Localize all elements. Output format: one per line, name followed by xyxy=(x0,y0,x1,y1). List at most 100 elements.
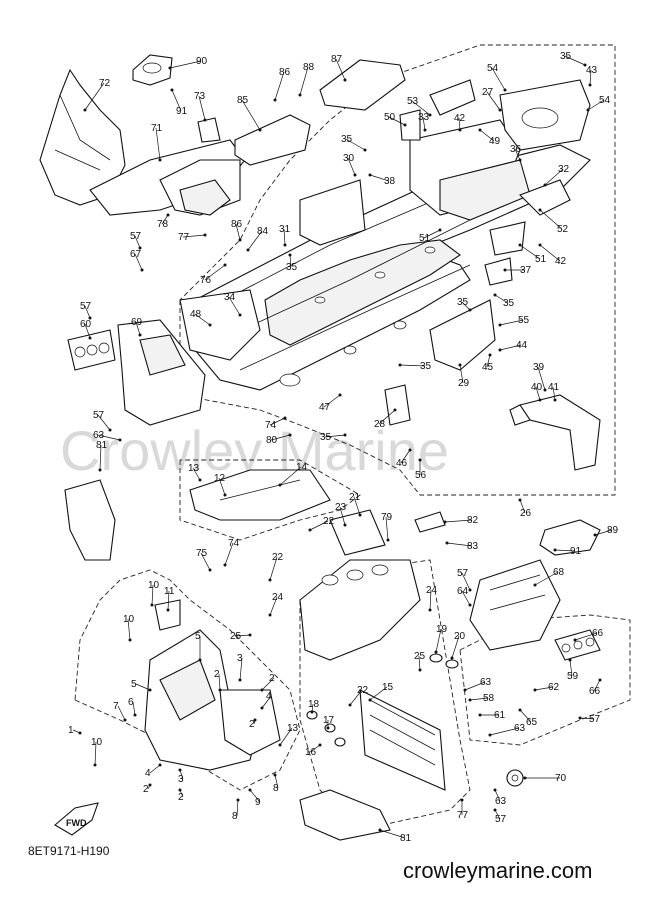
callout-c41: 41 xyxy=(548,382,560,393)
leader-line-c55 xyxy=(499,319,524,326)
leader-dot-c31 xyxy=(283,243,287,247)
leader-line-c16 xyxy=(309,744,321,753)
leader-dot-c10a xyxy=(150,603,154,607)
leader-dot-c5a xyxy=(198,658,202,662)
leader-dot-c32 xyxy=(543,183,547,187)
callout-c54a: 54 xyxy=(487,63,499,74)
leader-dot-c2e xyxy=(178,788,182,792)
callout-c77a: 77 xyxy=(178,232,190,243)
leader-dot-c57d xyxy=(468,588,472,592)
leader-line-c45 xyxy=(486,354,491,368)
cover-90 xyxy=(132,54,173,86)
leader-dot-c39 xyxy=(543,388,547,392)
callout-c35c: 35 xyxy=(286,262,298,273)
leader-dot-c28 xyxy=(393,408,397,412)
callout-c86a: 86 xyxy=(279,67,291,78)
leader-dot-c77b xyxy=(460,798,464,802)
heat-exchanger-68 xyxy=(469,559,561,651)
leader-line-c90 xyxy=(169,60,202,69)
leader-line-c4b xyxy=(149,764,161,774)
leader-dot-c35f xyxy=(398,363,402,367)
callout-c91a: 91 xyxy=(176,106,188,117)
leader-line-c4a xyxy=(261,695,272,709)
leader-line-c76 xyxy=(204,264,226,281)
callout-c49: 49 xyxy=(489,136,501,147)
callout-c27: 27 xyxy=(482,87,494,98)
leader-dot-c2c xyxy=(253,718,257,722)
leader-dot-c48 xyxy=(208,323,212,327)
guard-81-lower xyxy=(299,789,391,841)
leader-dot-c50 xyxy=(403,123,407,127)
plate-59 xyxy=(554,629,601,661)
leader-dot-c56 xyxy=(418,458,422,462)
leader-line-c86a xyxy=(274,71,285,101)
leader-dot-c43 xyxy=(588,83,592,87)
callout-c73: 73 xyxy=(194,91,206,102)
leader-dot-c13b xyxy=(278,743,282,747)
leader-dot-c81a xyxy=(98,468,102,472)
callout-c20: 20 xyxy=(454,631,466,642)
callout-c67: 67 xyxy=(130,249,142,260)
leader-line-c63a xyxy=(97,434,121,441)
leader-dot-c84 xyxy=(246,248,250,252)
leader-line-c54a xyxy=(491,67,506,91)
leader-line-c15 xyxy=(369,686,388,701)
leader-dot-c46 xyxy=(408,448,412,452)
leader-dot-c18 xyxy=(310,710,314,714)
leader-dot-c91a xyxy=(170,88,174,92)
leader-dot-c86b xyxy=(238,238,242,242)
callout-c57e: 57 xyxy=(589,714,601,725)
callout-c63a: 63 xyxy=(93,430,105,441)
callout-c5b: 5 xyxy=(131,679,137,690)
callout-c87: 87 xyxy=(331,54,343,65)
leader-dot-c71 xyxy=(158,158,162,162)
leader-line-c24b xyxy=(429,589,432,611)
leader-line-c86b xyxy=(235,223,241,241)
leader-dot-c57e xyxy=(578,716,582,720)
leader-dot-c81b xyxy=(378,828,382,832)
website-text: crowleymarine.com xyxy=(403,858,593,883)
leader-dot-c88 xyxy=(298,93,302,97)
leader-line-c22b xyxy=(269,556,278,581)
leader-dot-c30 xyxy=(353,173,357,177)
callout-c19: 19 xyxy=(436,624,448,635)
leader-dot-c22c xyxy=(348,703,352,707)
leader-dot-c29 xyxy=(458,363,462,367)
leader-dot-c21 xyxy=(358,513,362,517)
callout-c14: 14 xyxy=(296,462,308,473)
callout-c21: 21 xyxy=(349,492,361,503)
leader-dot-c2d xyxy=(148,783,152,787)
leader-line-c47 xyxy=(323,394,341,408)
leader-dot-c54a xyxy=(503,88,507,92)
callout-c91b: 91 xyxy=(570,546,582,557)
leader-line-c28 xyxy=(378,409,396,425)
callout-c51b: 51 xyxy=(535,254,547,265)
callout-c3a: 3 xyxy=(237,653,243,664)
leader-dot-c2b xyxy=(260,688,264,692)
leader-dot-c57c xyxy=(108,428,112,432)
leader-line-c81a xyxy=(99,444,102,471)
callout-c50: 50 xyxy=(384,112,396,123)
leader-dot-c68 xyxy=(533,583,537,587)
leader-dot-c23 xyxy=(343,523,347,527)
leader-dot-c53 xyxy=(428,113,432,117)
leader-dot-c77a xyxy=(203,233,207,237)
leader-line-c10a xyxy=(151,584,154,606)
callout-c63c: 63 xyxy=(514,723,526,734)
callout-c42b: 42 xyxy=(555,256,567,267)
leader-dot-c35g xyxy=(343,433,347,437)
callout-c51a: 51 xyxy=(419,233,431,244)
bracket-28 xyxy=(384,384,411,426)
callout-c34: 34 xyxy=(224,292,236,303)
callout-c80: 80 xyxy=(266,435,278,446)
leader-line-c27 xyxy=(486,91,501,111)
radiator-15 xyxy=(359,689,446,791)
leader-line-c67 xyxy=(134,253,143,271)
callout-c58: 58 xyxy=(483,693,495,704)
callout-c59: 59 xyxy=(567,671,579,682)
leader-line-c58 xyxy=(469,697,489,701)
callout-c22c: 22 xyxy=(357,685,369,696)
leader-dot-c67 xyxy=(140,268,144,272)
leader-dot-c4a xyxy=(260,706,264,710)
